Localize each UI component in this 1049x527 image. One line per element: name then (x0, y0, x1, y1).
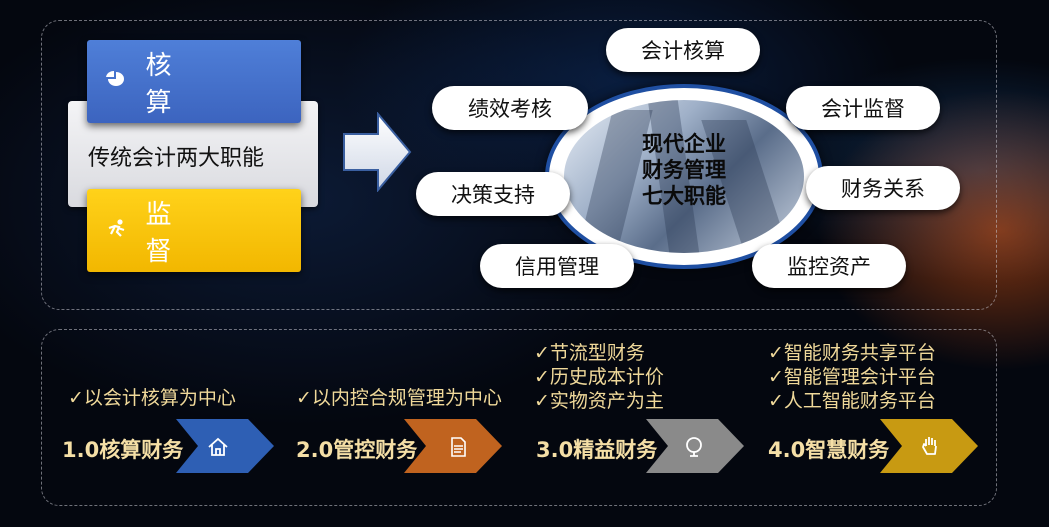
function-pill-assets: 监控资产 (752, 244, 906, 288)
duty-accounting: 核 算 (87, 40, 301, 123)
stage-2-checks: ✓以内控合规管理为中心 (296, 386, 502, 410)
bottom-panel (41, 329, 997, 506)
center-title: 现代企业 财务管理 七大职能 (564, 131, 804, 209)
function-pill-performance: 绩效考核 (432, 86, 588, 130)
top-panel (41, 20, 997, 310)
duty-supervision: 监 督 (87, 189, 301, 272)
building-photo (564, 100, 804, 253)
stage-2-title: 2.0管控财务 (296, 438, 418, 462)
traditional-functions-label: 传统会计两大职能 (88, 146, 265, 171)
function-pill-relations: 财务关系 (806, 166, 960, 210)
stage-1-title: 1.0核算财务 (62, 438, 184, 462)
hand-icon (922, 437, 937, 455)
stage-3-chevron (646, 419, 744, 473)
stage-3-title: 3.0精益财务 (536, 438, 658, 462)
center-title-line-3: 七大职能 (642, 184, 726, 208)
stage-4-check-1: ✓智能财务共享平台 (768, 342, 936, 364)
stage-3-checks: ✓节流型财务 ✓历史成本计价 ✓实物资产为主 (534, 341, 664, 413)
pie-chart-icon (105, 70, 135, 92)
function-pill-supervision: 会计监督 (786, 86, 940, 130)
stage-3-check-3: ✓实物资产为主 (534, 390, 664, 412)
stage-2-check-1: ✓以内控合规管理为中心 (296, 387, 502, 409)
stage-1-check-1: ✓以会计核算为中心 (68, 387, 236, 409)
center-title-line-1: 现代企业 (642, 132, 726, 156)
duty-supervision-label: 监 督 (145, 199, 282, 267)
function-pill-accounting: 会计核算 (606, 28, 760, 72)
document-icon (451, 437, 466, 457)
person-running-icon (105, 218, 135, 243)
stage-3-check-1: ✓节流型财务 (534, 342, 645, 364)
globe-icon (686, 437, 702, 457)
stage-2-chevron (404, 419, 502, 473)
function-pill-decision: 决策支持 (416, 172, 570, 216)
center-title-line-2: 财务管理 (642, 158, 726, 182)
transition-arrow-icon (343, 112, 412, 192)
home-icon (208, 437, 228, 456)
stage-4-title: 4.0智慧财务 (768, 438, 890, 462)
stage-3-check-2: ✓历史成本计价 (534, 366, 664, 388)
function-pill-credit: 信用管理 (480, 244, 634, 288)
stage-4-checks: ✓智能财务共享平台 ✓智能管理会计平台 ✓人工智能财务平台 (768, 341, 936, 413)
stage-4-chevron (880, 419, 978, 473)
duty-accounting-label: 核 算 (145, 50, 282, 118)
stage-4-check-3: ✓人工智能财务平台 (768, 390, 936, 412)
stage-4-check-2: ✓智能管理会计平台 (768, 366, 936, 388)
stage-1-checks: ✓以会计核算为中心 (68, 386, 236, 410)
